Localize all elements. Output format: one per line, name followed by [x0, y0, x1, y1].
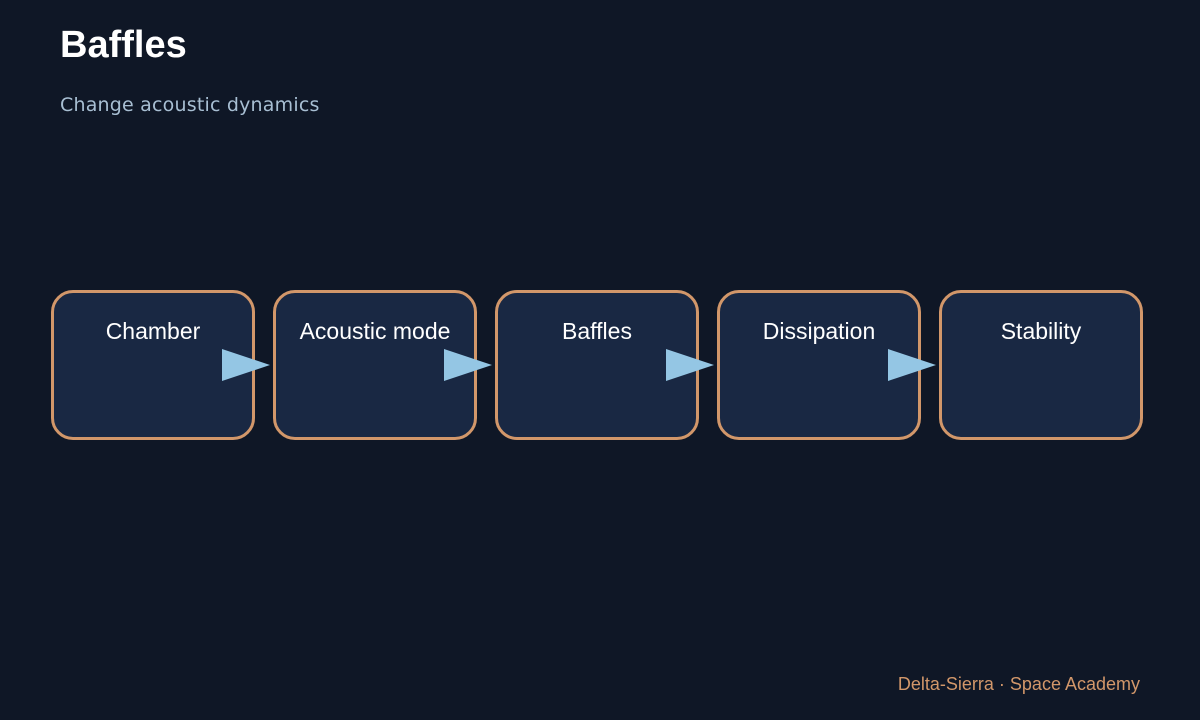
arrow-right-icon — [666, 349, 714, 381]
step-node-stability: Stability — [939, 290, 1143, 440]
step-label: Baffles — [562, 318, 632, 344]
step-label: Stability — [1000, 318, 1082, 344]
page-subtitle: Change acoustic dynamics — [60, 94, 320, 116]
footer-credit: Delta-Sierra · Space Academy — [897, 674, 1140, 694]
step-label: Acoustic mode — [299, 318, 451, 344]
arrow-right-icon — [222, 349, 270, 381]
page-title: Baffles — [60, 24, 187, 66]
step-node-acoustic-mode: Acoustic mode — [273, 290, 477, 440]
step-label: Dissipation — [762, 318, 876, 344]
step-label: Chamber — [105, 318, 201, 344]
step-node-chamber: Chamber — [51, 290, 255, 440]
arrow-right-icon — [444, 349, 492, 381]
arrow-right-icon — [888, 349, 936, 381]
